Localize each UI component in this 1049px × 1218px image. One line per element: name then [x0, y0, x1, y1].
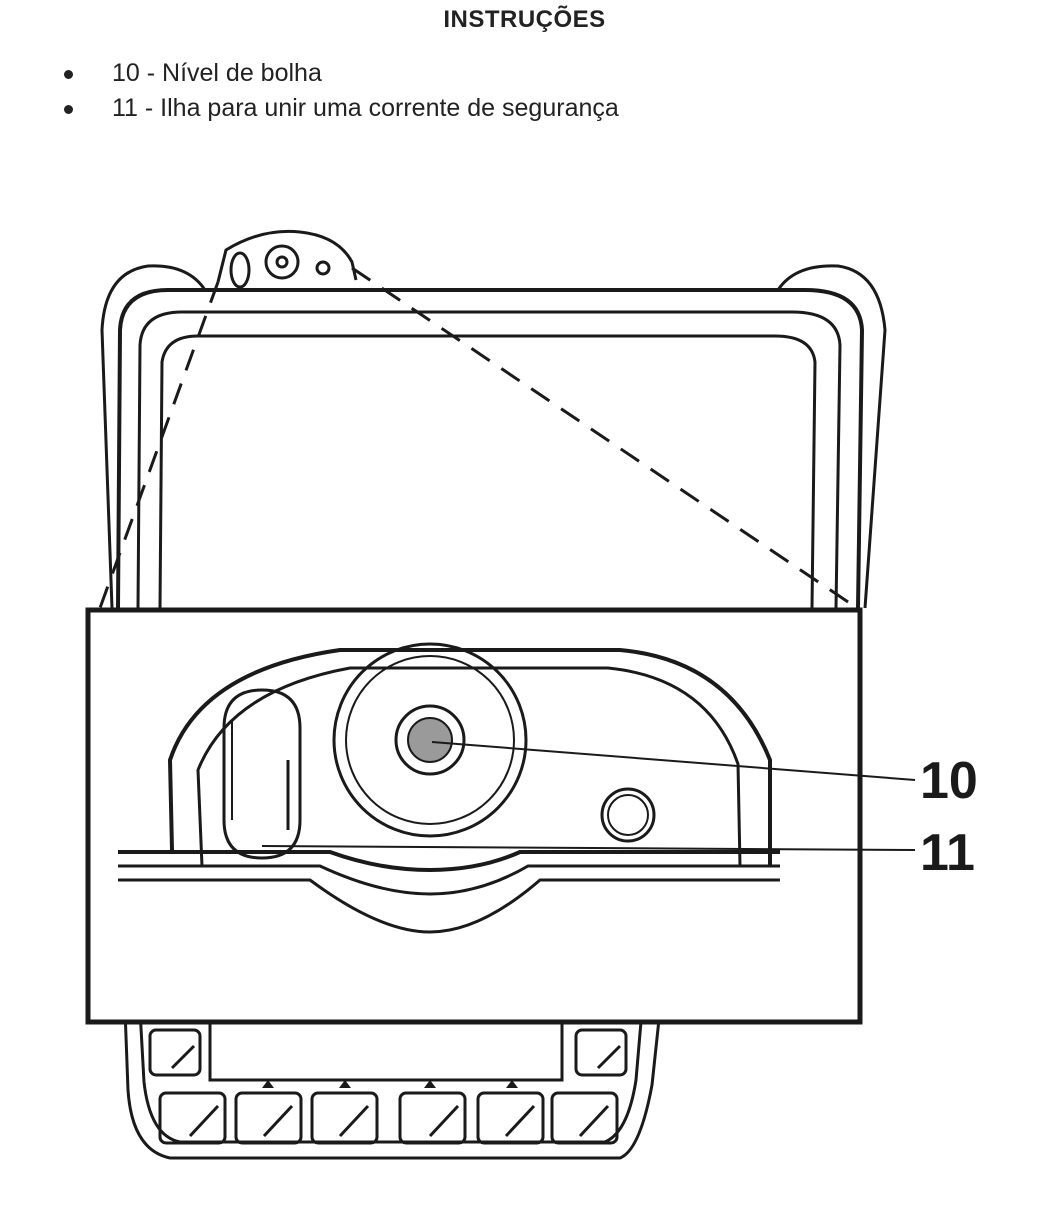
- list-item-label: 11 - Ilha para unir uma corrente de segu…: [112, 94, 619, 122]
- bullet-icon: [64, 70, 73, 79]
- key-arrow-icons: [262, 1080, 518, 1088]
- callout-10: 10: [920, 752, 978, 810]
- list-item-label: 10 - Nível de bolha: [112, 59, 322, 87]
- detail-zoom-box: [85, 607, 916, 1025]
- list-item: 11 - Ilha para unir uma corrente de segu…: [60, 91, 619, 126]
- callout-11: 11: [920, 824, 975, 882]
- list-item: 10 - Nível de bolha: [60, 56, 619, 91]
- page-title: INSTRUÇÕES: [443, 6, 606, 33]
- keypad-keys: [148, 1028, 628, 1145]
- instrument-body: [100, 229, 887, 609]
- zoom-indicator-lines: [98, 266, 861, 612]
- keypad-section: [123, 1009, 662, 1160]
- instruction-list: 10 - Nível de bolha 11 - Ilha para unir …: [60, 56, 619, 126]
- bullet-icon: [64, 105, 73, 114]
